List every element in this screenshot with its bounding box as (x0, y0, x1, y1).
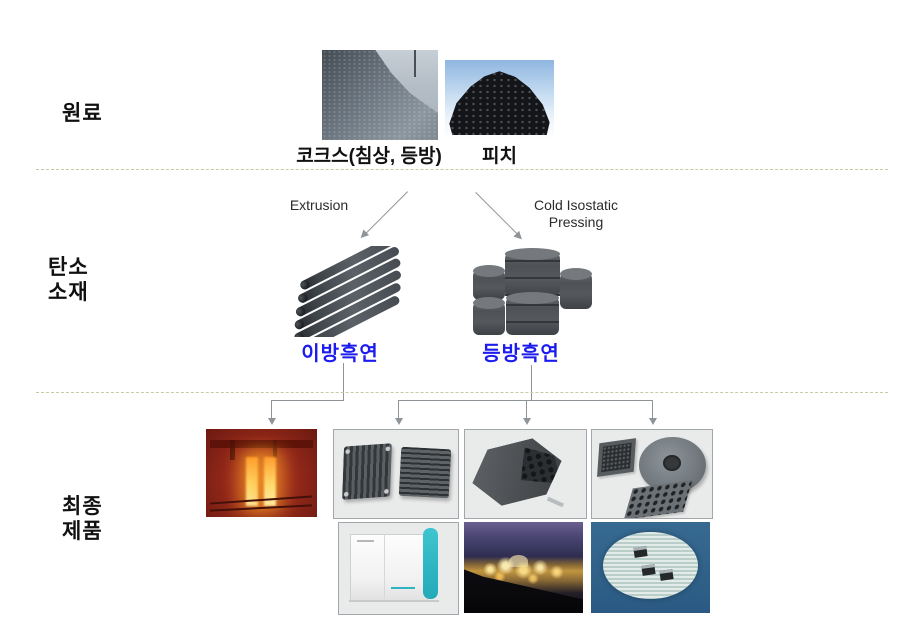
coke-pole-shape (413, 50, 416, 77)
graphite-rods-photo (292, 246, 413, 337)
anisotropic-connector-hline (271, 400, 344, 401)
furnace-rail-shape (210, 495, 313, 505)
isotropic-connector-hline (398, 400, 652, 401)
furnace-glow-column (263, 457, 276, 507)
drum-shape (560, 267, 593, 310)
cabinet-body-shape (349, 533, 428, 602)
fuel-cell-system-cabinet-photo (338, 522, 459, 615)
graphite-disc-components-photo (591, 429, 713, 519)
cabinet-teal-panel-shape (423, 528, 438, 599)
coke-caption: 코크스(침상, 등방) (296, 146, 442, 167)
drum-shape (473, 265, 506, 300)
bipolar-plate-left-shape (341, 443, 392, 500)
pitch-pellets-photo (445, 60, 554, 140)
arrow-to-hex-block (522, 400, 531, 425)
drum-shape (473, 297, 506, 336)
section-divider-bottom (36, 392, 888, 393)
semiconductor-wafer-photo (591, 522, 710, 613)
drum-shape (505, 292, 560, 336)
cold-isostatic-pressing-label: Cold Isostatic Pressing (520, 197, 632, 231)
section-divider-top (36, 169, 888, 170)
chip-shape (659, 569, 674, 582)
bipolar-plate-right-shape (398, 446, 451, 499)
steel-furnace-photo (206, 429, 317, 517)
anisotropic-graphite-caption: 이방흑연 (301, 343, 379, 365)
furnace-rail-shape (210, 504, 313, 512)
section-label-raw-material: 원료 (62, 102, 103, 125)
power-plant-night-photo (464, 522, 583, 613)
section-label-final-product: 최종 제품 (62, 494, 103, 544)
cip-arrow (475, 192, 522, 238)
graphite-blocks-photo (472, 248, 593, 337)
furnace-beam-shape (210, 440, 313, 449)
cabinet-base-shadow (348, 600, 439, 603)
furnace-hanger-shape (230, 440, 235, 460)
final-label-line2: 제품 (62, 520, 103, 543)
perforated-plate-shape (623, 480, 693, 518)
square-plate-shape (596, 437, 637, 477)
anisotropic-connector-vline (343, 363, 344, 400)
arrow-to-bipolar-plates (394, 400, 403, 425)
extrusion-arrow (362, 191, 408, 238)
section-label-carbon-material: 탄소 소재 (48, 255, 89, 305)
chip-shape (641, 563, 656, 576)
coke-pile-photo (322, 50, 438, 140)
drum-shape (504, 248, 561, 299)
cip-label-line1: Cold Isostatic (533, 197, 619, 213)
pitch-pile-shape (449, 71, 550, 136)
honeycomb-holes-shape (513, 441, 561, 493)
cip-label-line2: Pressing (548, 214, 604, 230)
isotropic-connector-vline (531, 365, 532, 400)
carbon-label-line2: 소재 (48, 281, 89, 304)
rod-bundle-shape (292, 246, 413, 337)
cabinet-seam-shape (384, 533, 386, 600)
cabinet-brand-mark (391, 586, 416, 589)
coke-pile-shape (322, 50, 438, 140)
cabinet-logo-mark (356, 540, 374, 543)
furnace-hanger-shape (272, 440, 278, 459)
isotropic-graphite-caption: 등방흑연 (482, 343, 560, 365)
pitch-caption: 피치 (482, 146, 517, 167)
furnace-glow-column (245, 457, 259, 507)
final-label-line1: 최종 (62, 495, 103, 518)
bipolar-plates-photo (333, 429, 459, 519)
hexagonal-graphite-block-photo (464, 429, 587, 519)
extrusion-label: Extrusion (289, 197, 349, 213)
arrow-to-furnace (267, 400, 276, 425)
arrow-to-disc-parts (648, 400, 657, 425)
carbon-label-line1: 탄소 (48, 256, 89, 279)
hex-pin-shape (547, 497, 565, 508)
